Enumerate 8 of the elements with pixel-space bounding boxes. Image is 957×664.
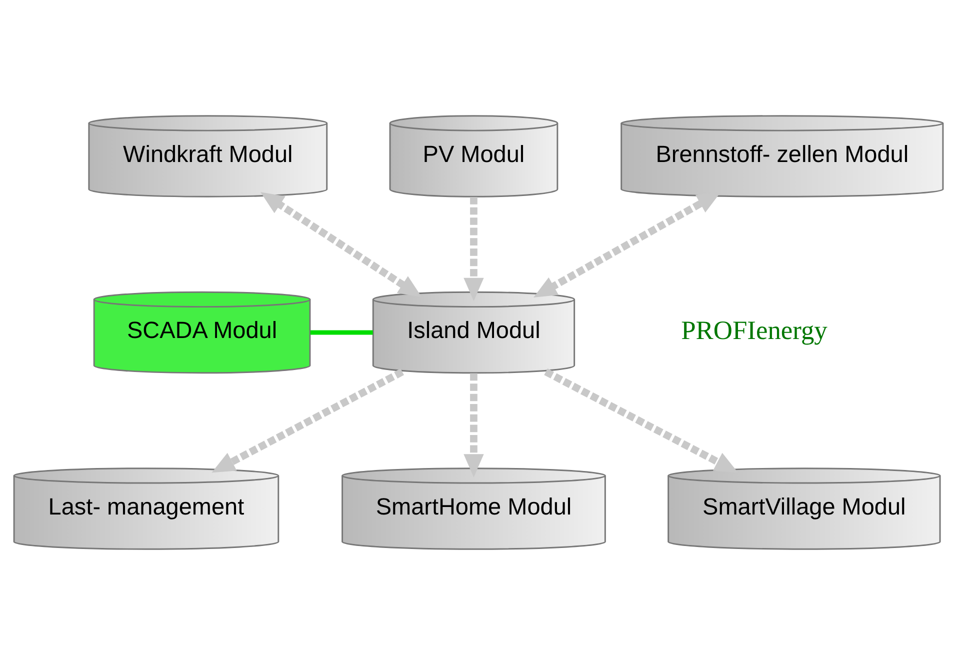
connector: [310, 330, 373, 334]
arrow: [464, 196, 484, 301]
arrow: [212, 368, 404, 472]
label: PROFIenergy: [681, 314, 828, 344]
arrow: [544, 368, 738, 472]
arrow: [533, 192, 721, 297]
arrow: [260, 192, 422, 297]
arrow: [464, 372, 484, 477]
